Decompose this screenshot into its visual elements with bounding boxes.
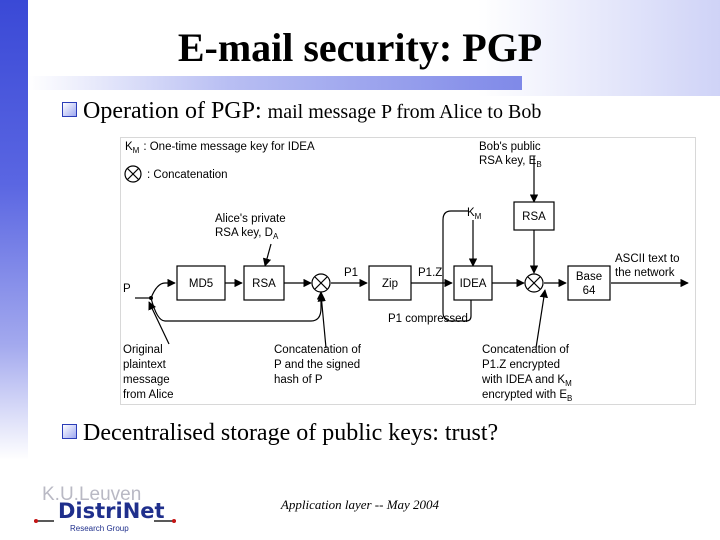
rsa-sign-label: RSA [252, 278, 276, 290]
bullet-decentralised-text: Decentralised storage of public keys: tr… [83, 420, 499, 446]
original-line3: message [123, 374, 170, 386]
kuleuven-watermark: K.U.Leuven [42, 484, 141, 505]
base64-line2: 64 [583, 285, 596, 297]
md5-label: MD5 [189, 278, 213, 290]
distrinet-name: DistriNet [58, 499, 165, 523]
bob-key-line2: RSA key, EB [479, 155, 542, 169]
alice-key-line1: Alice's private [215, 213, 286, 225]
p-input-label: P [123, 283, 131, 295]
concat-p-line2: P and the signed [274, 359, 360, 371]
rsa-encrypt-box [513, 201, 555, 231]
rsa-encrypt-label: RSA [522, 211, 546, 223]
alice-key-line2: RSA key, DA [215, 227, 279, 241]
bullet-box-icon [62, 102, 77, 117]
footer-text: Application layer -- May 2004 [280, 497, 440, 512]
distrinet-logo: K.U.Leuven DistriNet Research Group [30, 478, 180, 534]
km-label: KM [467, 207, 482, 221]
zip-box [368, 265, 412, 301]
concat-z-line4: encrypted with EB [482, 389, 572, 403]
rsa-sign-box [243, 265, 285, 301]
zip-label: Zip [382, 278, 398, 290]
original-line2: plaintext [123, 359, 167, 371]
bullet-decentralised: Decentralised storage of public keys: tr… [62, 420, 498, 447]
base64-box [567, 265, 611, 301]
p1z-label: P1.Z [418, 267, 442, 279]
idea-box [453, 265, 493, 301]
idea-label: IDEA [460, 278, 487, 290]
research-group-label: Research Group [70, 524, 129, 533]
bullet-operation: Operation of PGP: mail message P from Al… [62, 98, 541, 125]
ascii-line2: the network [615, 267, 675, 279]
bullet-box-icon [62, 424, 77, 439]
original-line4: from Alice [123, 389, 174, 401]
title-underline [28, 76, 522, 90]
base64-line1: Base [576, 271, 602, 283]
p1-compressed-label: P1 compressed [388, 313, 468, 325]
concat-z-line3: with IDEA and KM [481, 374, 572, 388]
legend-concat: : Concatenation [147, 169, 228, 181]
original-line1: Original [123, 344, 163, 356]
concatenation-icon [311, 273, 331, 293]
md5-box [176, 265, 226, 301]
concat-z-line1: Concatenation of [482, 344, 570, 356]
bob-key-line1: Bob's public [479, 141, 541, 153]
ascii-line1: ASCII text to [615, 253, 680, 265]
bullet-operation-detail: mail message P from Alice to Bob [267, 101, 542, 123]
concat-p-line1: Concatenation of [274, 344, 362, 356]
legend-km: KM: One-time message key for IDEA [125, 141, 315, 155]
p1-label: P1 [344, 267, 358, 279]
slide-title: E-mail security: PGP [177, 25, 543, 70]
concat-z-line2: P1.Z encrypted [482, 359, 560, 371]
left-accent-bar [0, 0, 28, 460]
pgp-diagram: KM: One-time message key for IDEA : Conc… [120, 137, 696, 405]
concatenation-icon [524, 273, 544, 293]
concat-p-line3: hash of P [274, 374, 323, 386]
bullet-operation-main: Operation of PGP: [83, 98, 262, 124]
concatenation-legend-icon [124, 165, 142, 183]
